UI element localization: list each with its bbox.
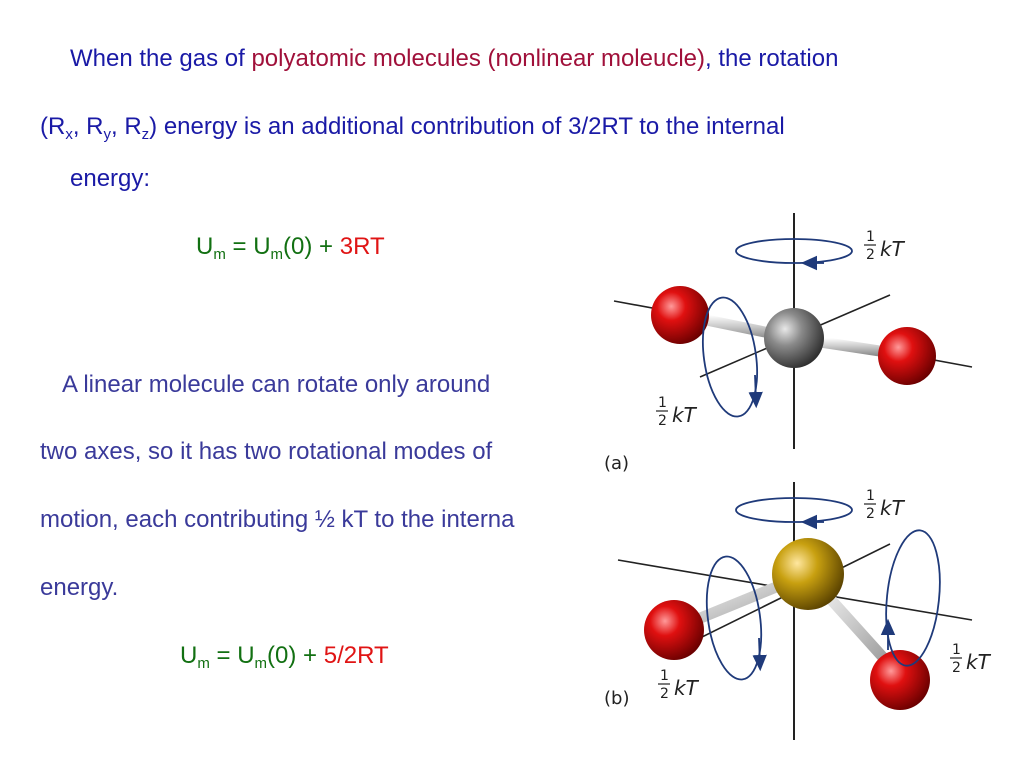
kt-label-top-b: kT [880, 496, 906, 520]
frac-num-left-b: 1 [660, 668, 669, 684]
rotation-ring-left-b [705, 555, 763, 681]
panel-label-b: (b) [604, 688, 629, 709]
eq1-zero: (0) + [283, 233, 340, 260]
oxygen-atom-left-b [644, 600, 704, 660]
para1-sep1: , R [72, 113, 104, 140]
panel-label-a: (a) [604, 453, 629, 474]
eq2-term: 5/2RT [323, 642, 389, 669]
frac-den-right-b: 2 [952, 660, 961, 676]
arrow-left-b [752, 637, 767, 672]
eq1-eq: = U [225, 233, 271, 260]
para1-line1: When the gas of polyatomic molecules (no… [70, 44, 838, 74]
eq2-u: U [180, 642, 198, 669]
para2-line4: energy. [40, 574, 119, 601]
kt-label-top-a: kT [880, 237, 906, 261]
frac-num-top-a: 1 [866, 229, 875, 245]
eq1-term: 3RT [339, 233, 385, 260]
frac-den-side-a: 2 [658, 413, 667, 429]
frac-num-top-b: 1 [866, 488, 875, 504]
kt-label-left-b: kT [674, 676, 700, 700]
figure-b-nonlinear-molecule: 1 2 kT 1 2 kT 1 2 kT (b) [604, 482, 992, 740]
para1-line1-end: , the rotation [705, 45, 839, 72]
eq2-um-sub: m [254, 655, 268, 672]
oxygen-atom-right-b [870, 650, 930, 710]
para1-r-open: (R [40, 113, 66, 140]
para2-line2: two axes, so it has two rotational modes… [40, 438, 493, 465]
rotation-ring-side-a [702, 296, 758, 418]
kt-label-side-a: kT [672, 403, 698, 427]
para1-line3: energy: [70, 165, 151, 192]
para1-sep2: , R [111, 113, 142, 140]
para2-line1: A linear molecule can rotate only around [62, 371, 491, 398]
equation-nonlinear: Um = Um(0) + 3RT [196, 232, 385, 262]
figure-a-linear-molecule: 1 2 kT 1 2 kT (a) [604, 213, 973, 474]
para1-line1-text: When the gas of [70, 45, 252, 72]
eq2-u-sub: m [197, 655, 210, 672]
para1-highlight: polyatomic molecules (nonlinear moleucle… [251, 45, 705, 72]
eq2-eq: = U [209, 642, 255, 669]
eq2-zero: (0) + [267, 642, 324, 669]
para1-line2: (Rx, Ry, Rz) energy is an additional con… [40, 112, 785, 142]
kt-label-right-b: kT [966, 650, 992, 674]
rotation-ring-top-a [735, 238, 853, 264]
equation-linear: Um = Um(0) + 5/2RT [180, 641, 389, 671]
sub-x: x [65, 126, 73, 143]
oxygen-atom-left-a [651, 286, 709, 344]
frac-num-side-a: 1 [658, 395, 667, 411]
frac-num-right-b: 1 [952, 642, 961, 658]
frac-den-left-b: 2 [660, 686, 669, 702]
arrow-side-a [748, 374, 763, 409]
sub-y: y [103, 126, 112, 143]
frac-den-top-b: 2 [866, 506, 875, 522]
eq1-um-sub: m [270, 246, 284, 263]
eq1-u-sub: m [213, 246, 226, 263]
sub-z: z [141, 126, 150, 143]
rotation-ring-top-b [735, 497, 853, 523]
para1-line2-rest: ) energy is an additional contribution o… [149, 113, 785, 140]
frac-den-top-a: 2 [866, 247, 875, 263]
eq1-u: U [196, 233, 214, 260]
sulfur-atom-b [772, 538, 844, 610]
carbon-atom-a [764, 308, 824, 368]
para2-line3: motion, each contributing ½ kT to the in… [40, 506, 515, 533]
oxygen-atom-right-a [878, 327, 936, 385]
rotation-ring-right-b [885, 529, 941, 667]
